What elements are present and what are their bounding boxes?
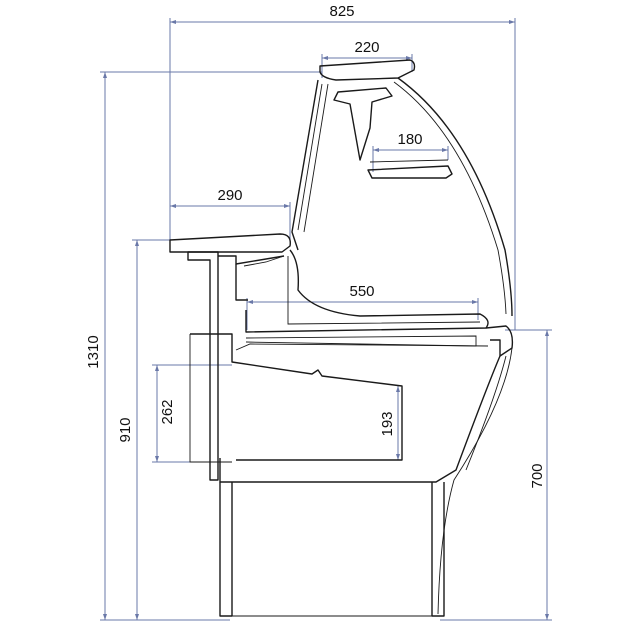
dimension-labels: 825 220 180 290 550 1310 910 262 193 700 <box>85 3 546 489</box>
front-lower-profile <box>219 355 501 483</box>
dim-overall-height: 1310 <box>85 335 102 368</box>
dim-tray-height: 193 <box>379 411 396 436</box>
dim-inner-shelf: 180 <box>397 131 422 148</box>
dim-display-depth: 550 <box>349 283 374 300</box>
rear-column <box>187 251 219 481</box>
base-frame <box>219 482 233 617</box>
dim-overall-width: 825 <box>329 3 354 20</box>
dim-counter-height: 910 <box>117 417 134 442</box>
inner-shelf <box>367 165 453 179</box>
rear-glass-inner <box>303 83 329 233</box>
dim-storage-height: 262 <box>159 399 176 424</box>
storage-compartment <box>190 333 403 461</box>
dim-top-shelf: 220 <box>354 39 379 56</box>
top-canopy <box>319 59 416 81</box>
dim-front-height: 700 <box>529 463 546 488</box>
dimension-arrows <box>103 20 549 620</box>
front-glass <box>397 77 513 317</box>
top-shelf-bracket <box>333 87 393 161</box>
showcase-outline <box>169 59 514 617</box>
counter-top <box>169 233 291 253</box>
display-well <box>245 249 489 333</box>
rear-glass <box>291 79 319 251</box>
dim-counter-depth: 290 <box>217 187 242 204</box>
dimension-lines <box>100 18 552 621</box>
front-glass-inner <box>393 81 507 315</box>
